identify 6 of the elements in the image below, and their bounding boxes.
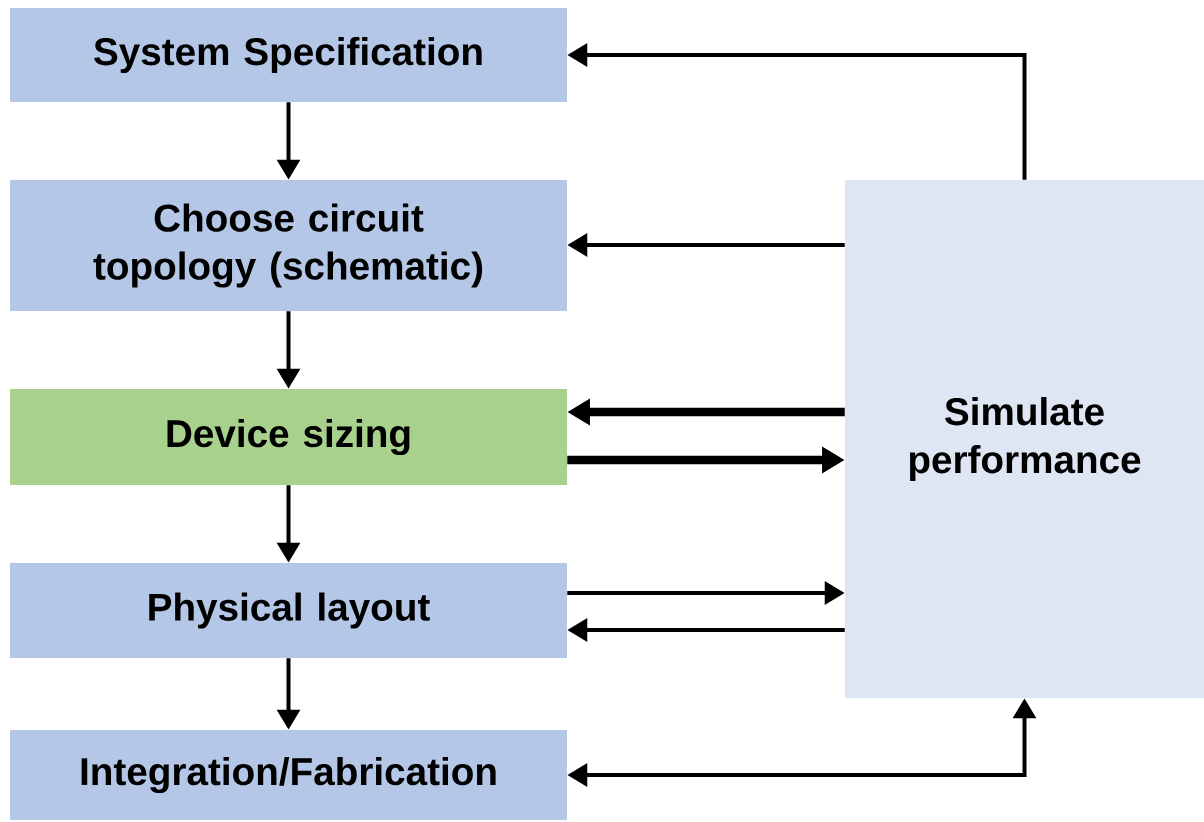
process-box: System Specification [10,8,567,102]
simulation-panel: Simulate performance [845,180,1204,698]
process-box: Device sizing [10,389,567,485]
process-box: Physical layout [10,563,567,658]
process-box: Integration/Fabrication [10,730,567,820]
process-box: Choose circuit topology (schematic) [10,180,567,311]
